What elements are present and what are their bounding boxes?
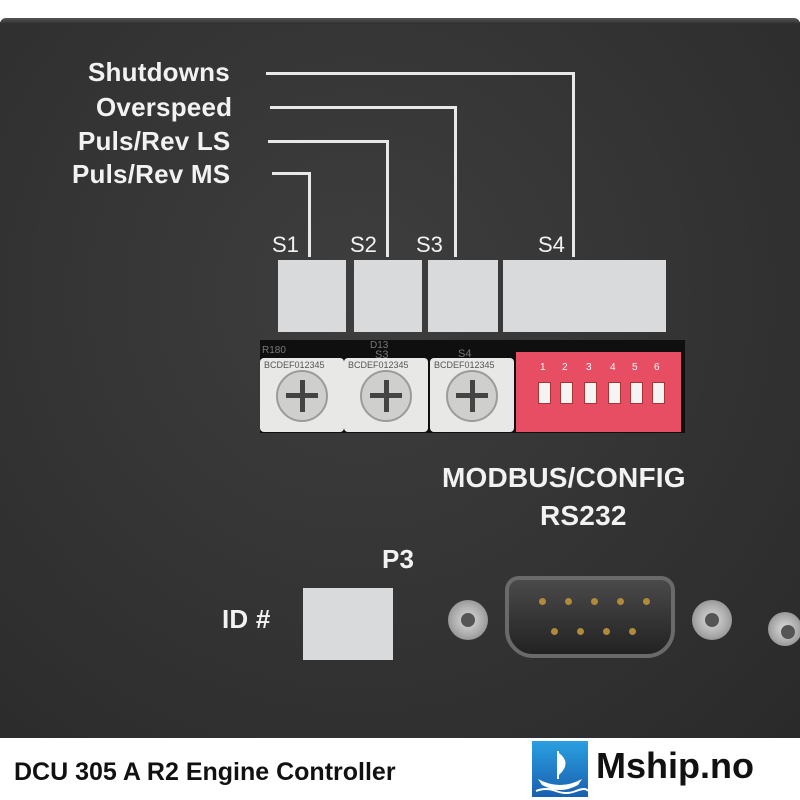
pcb-mark-d13: D13 <box>370 340 389 351</box>
label-box-s2 <box>354 260 422 332</box>
controller-photo: Shutdowns Overspeed Puls/Rev LS Puls/Rev… <box>0 0 800 738</box>
rotary-dial[interactable] <box>360 370 412 422</box>
dip-key[interactable] <box>584 382 597 404</box>
switch-label-s1: S1 <box>272 232 299 257</box>
port-label-rs232: RS232 <box>540 500 627 531</box>
leader-line-ls-v <box>386 140 389 257</box>
id-label-box <box>303 588 393 660</box>
dip-number-1: 1 <box>540 362 546 373</box>
leader-line-ms-h <box>272 172 310 175</box>
connector-screw-left <box>448 600 488 640</box>
dip-number-6: 6 <box>654 362 660 373</box>
background-strip <box>0 0 800 22</box>
connector-pin <box>603 628 610 635</box>
dip-key[interactable] <box>560 382 573 404</box>
pcb-mark-s4: S4 <box>458 348 472 360</box>
viking-ship-logo-icon[interactable] <box>532 741 588 797</box>
leader-line-ls-h <box>268 140 388 143</box>
label-box-s4 <box>503 260 666 332</box>
connector-pin <box>591 598 598 605</box>
callout-shutdowns: Shutdowns <box>88 57 230 87</box>
id-label: ID # <box>222 604 271 634</box>
rotary-switch-2[interactable]: BCDEF012345 <box>344 358 428 432</box>
rotary-dial[interactable] <box>446 370 498 422</box>
connector-pin <box>539 598 546 605</box>
label-box-s1 <box>278 260 346 332</box>
leader-line-shutdowns-h <box>266 72 574 75</box>
switch-label-s4: S4 <box>538 232 565 257</box>
caption-bar <box>0 738 800 800</box>
dip-number-2: 2 <box>562 362 568 373</box>
connector-screw-right <box>692 600 732 640</box>
rotary-switch-1[interactable]: BCDEF012345 <box>260 358 344 432</box>
connector-pin <box>577 628 584 635</box>
dip-switch-bank[interactable]: 1 2 3 4 5 6 <box>516 352 681 432</box>
switch-label-s2: S2 <box>350 232 377 257</box>
connector-label-p3: P3 <box>382 544 415 574</box>
rotary-digits: BCDEF012345 <box>264 360 325 370</box>
connector-pin <box>617 598 624 605</box>
dip-number-3: 3 <box>586 362 592 373</box>
leader-line-overspeed-h <box>270 106 456 109</box>
callout-puls-rev-ls: Puls/Rev LS <box>78 126 231 156</box>
rotary-digits: BCDEF012345 <box>434 360 495 370</box>
dip-number-4: 4 <box>610 362 616 373</box>
connector-pin <box>629 628 636 635</box>
switch-label-s3: S3 <box>416 232 443 257</box>
rotary-switch-3[interactable]: BCDEF012345 <box>430 358 514 432</box>
panel-screw <box>768 612 800 646</box>
rotary-dial[interactable] <box>276 370 328 422</box>
brand-name[interactable]: Mship.no <box>596 745 754 786</box>
callout-overspeed: Overspeed <box>96 92 233 122</box>
db9-connector[interactable] <box>505 576 675 658</box>
callout-puls-rev-ms: Puls/Rev MS <box>72 159 231 189</box>
panel-edge <box>0 18 800 24</box>
label-box-s3 <box>428 260 498 332</box>
dip-key[interactable] <box>652 382 665 404</box>
connector-pin <box>643 598 650 605</box>
dip-key[interactable] <box>538 382 551 404</box>
dip-key[interactable] <box>608 382 621 404</box>
connector-pin <box>551 628 558 635</box>
dip-key[interactable] <box>630 382 643 404</box>
leader-line-ms-v <box>308 172 311 257</box>
dip-number-5: 5 <box>632 362 638 373</box>
connector-pin <box>565 598 572 605</box>
rotary-digits: BCDEF012345 <box>348 360 409 370</box>
port-label-modbus-config: MODBUS/CONFIG <box>442 462 686 493</box>
leader-line-shutdowns-v <box>572 72 575 257</box>
leader-line-overspeed-v <box>454 106 457 257</box>
pcb-mark-r180: R180 <box>262 345 286 356</box>
caption-title: DCU 305 A R2 Engine Controller <box>14 758 396 786</box>
